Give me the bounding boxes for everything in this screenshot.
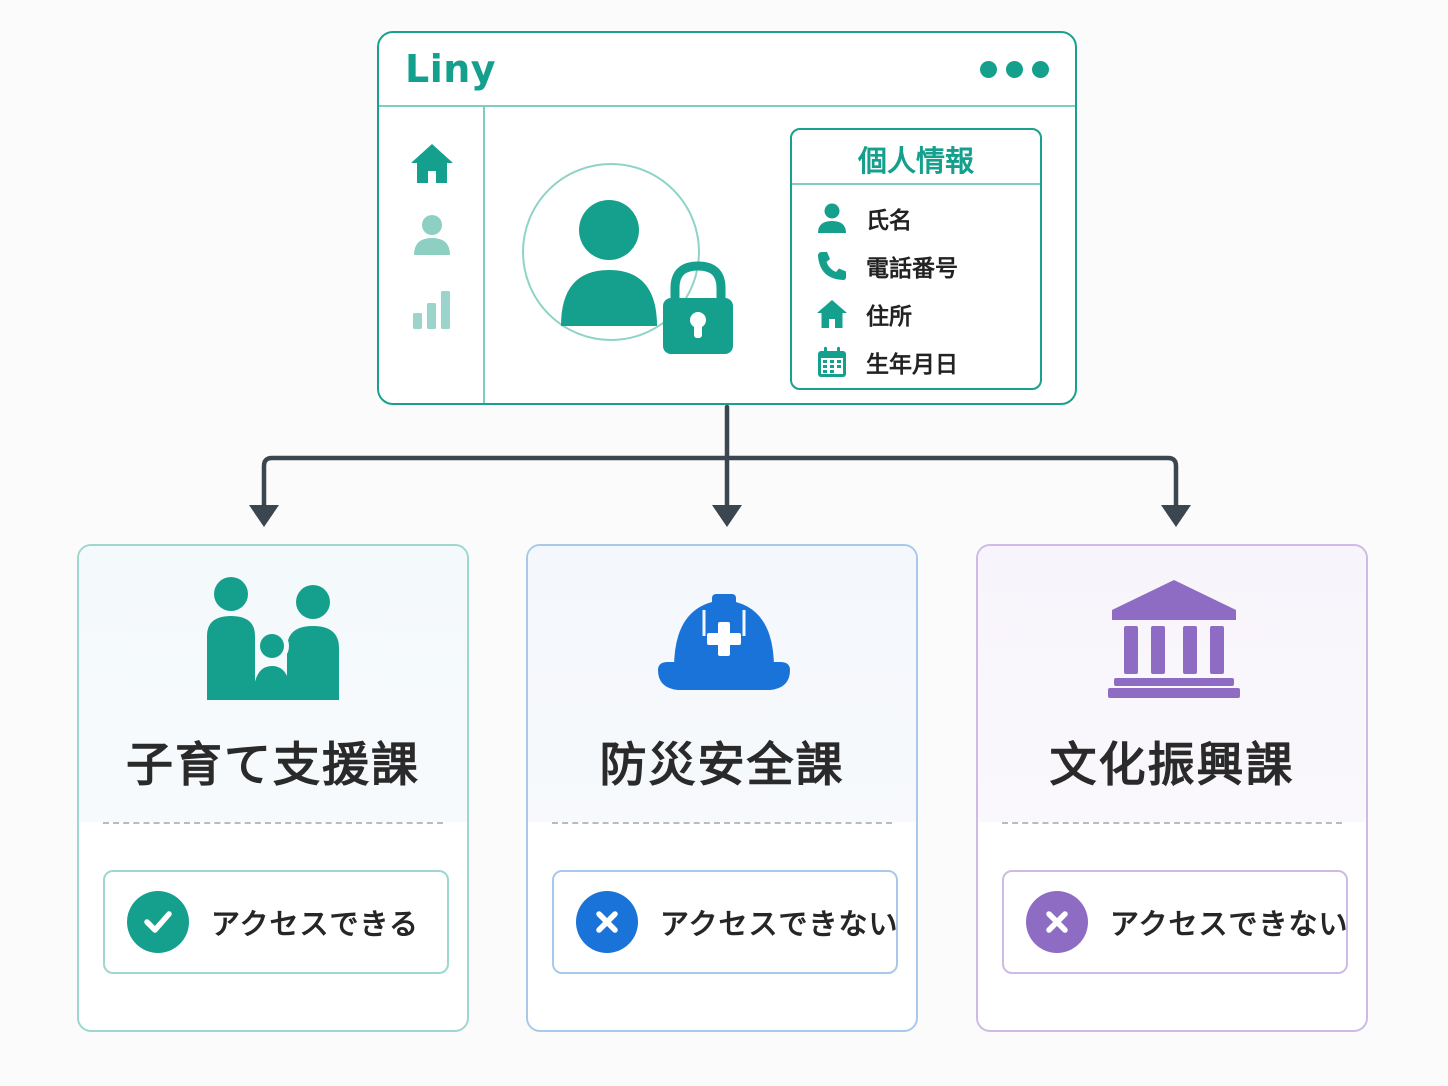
- app-logo: Liny: [405, 47, 497, 91]
- profile-avatar-ring: [522, 163, 700, 341]
- family-icon: [207, 577, 339, 700]
- access-status-denied: アクセスできない: [552, 870, 898, 974]
- info-card-header: 個人情報: [792, 130, 1040, 185]
- access-status-allowed: アクセスできる: [103, 870, 449, 974]
- hard-hat-icon: [658, 594, 790, 690]
- access-label: アクセスできない: [660, 907, 899, 941]
- x-icon: [1026, 891, 1088, 953]
- dept-name: 文化振興課: [1049, 738, 1295, 793]
- dept-card-culture: 文化振興課 アクセスできない: [976, 544, 1368, 1032]
- user-icon: [561, 200, 657, 326]
- access-label: アクセスできない: [1110, 907, 1349, 941]
- home-icon: [817, 300, 847, 328]
- info-item-address: 住所: [816, 296, 912, 332]
- menu-dot: [1032, 61, 1049, 78]
- info-item-birthday: 生年月日: [816, 344, 958, 380]
- personal-info-card: 個人情報 氏名 電話番号 住所: [790, 128, 1042, 390]
- dept-divider: [103, 822, 443, 824]
- lock-icon: [663, 261, 733, 354]
- dept-divider: [1002, 822, 1342, 824]
- app-sidebar: [379, 107, 485, 403]
- info-item-name: 氏名: [816, 200, 912, 236]
- user-icon: [818, 203, 846, 233]
- app-header: Liny: [379, 33, 1075, 107]
- museum-icon: [1108, 580, 1240, 698]
- info-item-label: 電話番号: [866, 256, 958, 282]
- phone-icon: [818, 252, 846, 280]
- info-item-label: 生年月日: [866, 352, 958, 378]
- app-window: Liny 個人情報: [377, 31, 1077, 405]
- bar-chart-icon[interactable]: [409, 287, 455, 333]
- dept-card-childcare: 子育て支援課 アクセスできる: [77, 544, 469, 1032]
- access-label: アクセスできる: [211, 907, 419, 941]
- dept-name: 防災安全課: [599, 738, 845, 793]
- calendar-icon: [818, 347, 846, 377]
- access-status-denied: アクセスできない: [1002, 870, 1348, 974]
- info-item-label: 氏名: [866, 208, 912, 234]
- menu-dot: [1006, 61, 1023, 78]
- dept-divider: [552, 822, 892, 824]
- more-menu-icon[interactable]: [980, 61, 1049, 78]
- check-icon: [127, 891, 189, 953]
- dept-name: 子育て支援課: [126, 738, 420, 793]
- user-icon[interactable]: [409, 211, 455, 257]
- home-icon[interactable]: [409, 141, 455, 187]
- x-icon: [576, 891, 638, 953]
- info-item-label: 住所: [866, 304, 912, 330]
- dept-card-disaster-safety: 防災安全課 アクセスできない: [526, 544, 918, 1032]
- info-item-phone: 電話番号: [816, 248, 958, 284]
- info-card-title: 個人情報: [857, 144, 974, 178]
- menu-dot: [980, 61, 997, 78]
